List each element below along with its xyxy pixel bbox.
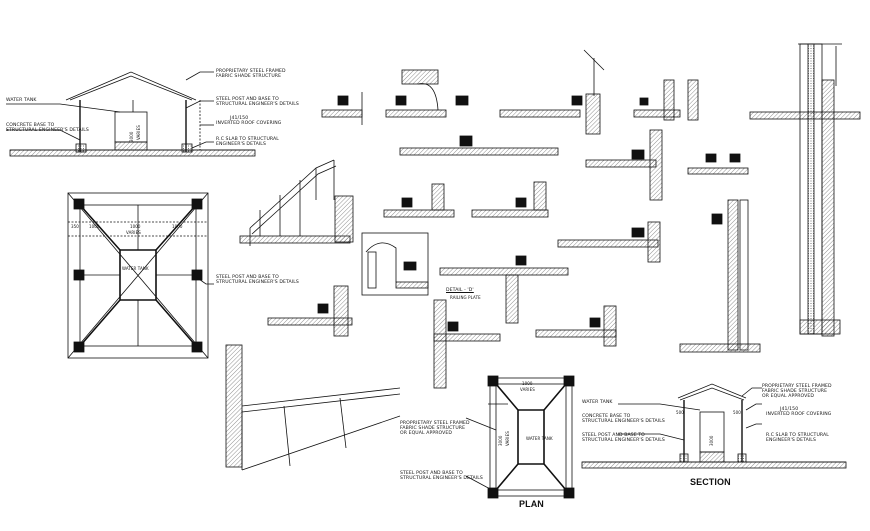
note-bottom-water-tank: WATER TANK: [582, 400, 613, 405]
note-line: PROPRIETARY STEEL FRAMED: [762, 384, 832, 389]
note-line: STRUCTURAL ENGINEER'S DETAILS: [400, 476, 483, 482]
detail-d-drawing: [361, 232, 429, 296]
note-proprietary-shade: PROPRIETARY STEEL FRAMED FABRIC SHADE ST…: [216, 69, 286, 79]
dim-bottom-3000: 3000: [498, 435, 503, 446]
plan-title: PLAN: [519, 499, 544, 509]
note-bottom-steel: STEEL POST AND BASE TO STRUCTURAL ENGINE…: [582, 433, 665, 443]
note-line: FABRIC SHADE STRUCTURE: [400, 426, 466, 432]
note-line: STRUCTURAL ENGINEER'S DETAILS: [216, 280, 299, 286]
detail-d-subtitle: RAILING PLATE: [450, 295, 481, 300]
note-line: J41/150: [230, 116, 249, 121]
wall-section-drawing: [679, 43, 842, 353]
plan-label-water-tank: WATER TANK: [122, 266, 149, 271]
dim-bottom-500-right: 500: [733, 410, 741, 415]
plan-top-drawing: [67, 192, 214, 359]
note-line: OR EQUAL APPROVED: [400, 431, 453, 437]
dim-bottom-varies-v: VARIES: [505, 431, 510, 446]
stair-detail-drawing: [239, 159, 354, 246]
dim-1000-left: 1000: [89, 224, 100, 229]
note-bottom-shade: PROPRIETARY STEEL FRAMED FABRIC SHADE ST…: [762, 384, 832, 400]
note-line: R.C SLAB TO STRUCTURAL: [216, 137, 279, 142]
detail-cluster-upper: [321, 49, 861, 263]
note-bottom-concrete: CONCRETE BASE TO STRUCTURAL ENGINEER'S D…: [582, 414, 665, 424]
note-steel-post: STEEL POST AND BASE TO STRUCTURAL ENGINE…: [216, 97, 299, 107]
note-line: INVERTED ROOF COVERING: [216, 121, 282, 127]
dim-section-height: 3000: [129, 131, 134, 142]
dim-1000-center: 1000: [130, 224, 141, 229]
note-line: R.C SLAB TO STRUCTURAL: [766, 433, 829, 438]
note-line: INVERTED ROOF COVERING: [766, 412, 832, 418]
note-line: FABRIC SHADE STRUCTURE: [762, 389, 828, 395]
note-line: STRUCTURAL ENGINEER'S DETAILS: [6, 128, 89, 134]
note-line: STRUCTURAL ENGINEER'S DETAILS: [216, 102, 299, 108]
note-line: STEEL POST AND BASE TO: [400, 471, 463, 476]
dim-350: 350: [71, 224, 79, 229]
dim-1000-right: 1000: [172, 224, 183, 229]
dim-bottom-varies: VARIES: [520, 387, 535, 392]
note-line: J41/150: [780, 407, 799, 412]
note-bottom-roof: J41/150 INVERTED ROOF COVERING: [766, 407, 831, 417]
note-line: STEEL POST AND BASE TO: [216, 275, 279, 280]
ramp-detail-drawing: [225, 344, 401, 471]
note-line: STEEL POST AND BASE TO: [582, 433, 645, 438]
note-line: ENGINEER'S DETAILS: [216, 142, 266, 148]
note-inverted-roof: J41/150 INVERTED ROOF COVERING: [216, 116, 281, 126]
note-line: CONCRETE BASE TO: [6, 123, 55, 128]
note-plan-steel-post: STEEL POST AND BASE TO STRUCTURAL ENGINE…: [216, 275, 299, 285]
note-line: STRUCTURAL ENGINEER'S DETAILS: [582, 419, 665, 425]
detail-cluster-middle: [267, 255, 617, 389]
note-water-tank: WATER TANK: [6, 98, 37, 103]
note-bottom-steel-post: STEEL POST AND BASE TO STRUCTURAL ENGINE…: [400, 471, 483, 481]
note-bottom-slab: R.C SLAB TO STRUCTURAL ENGINEER'S DETAIL…: [766, 433, 829, 443]
note-line: CONCRETE BASE TO: [582, 414, 631, 419]
dim-varies: VARIES: [126, 230, 141, 235]
note-line: FABRIC SHADE STRUCTURE: [216, 74, 282, 80]
dim-bottom-1000: 1000: [522, 381, 533, 386]
dim-section-height-label: VARIES: [136, 125, 141, 140]
note-concrete-base: CONCRETE BASE TO STRUCTURAL ENGINEER'S D…: [6, 123, 89, 133]
note-line: STEEL POST AND BASE TO: [216, 97, 279, 102]
detail-d-title: DETAIL - 'D': [446, 288, 474, 293]
dim-bottom-section-3000: 3000: [709, 435, 714, 446]
note-line: ENGINEER'S DETAILS: [766, 438, 816, 444]
section-title: SECTION: [690, 477, 731, 487]
note-rc-slab: R.C SLAB TO STRUCTURAL ENGINEER'S DETAIL…: [216, 137, 279, 147]
note-bottom-proprietary: PROPRIETARY STEEL FRAMED FABRIC SHADE ST…: [400, 421, 470, 437]
note-line: PROPRIETARY STEEL FRAMED: [216, 69, 286, 74]
dim-bottom-500-left: 500: [676, 410, 684, 415]
note-line: OR EQUAL APPROVED: [762, 394, 815, 400]
note-line: PROPRIETARY STEEL FRAMED: [400, 421, 470, 426]
note-line: STRUCTURAL ENGINEER'S DETAILS: [582, 438, 665, 444]
section-bottom-drawing: [581, 383, 847, 469]
plan-bottom-drawing: [465, 375, 575, 499]
section-top-drawing: [6, 71, 256, 157]
bottom-plan-water-tank: WATER TANK: [526, 436, 553, 441]
